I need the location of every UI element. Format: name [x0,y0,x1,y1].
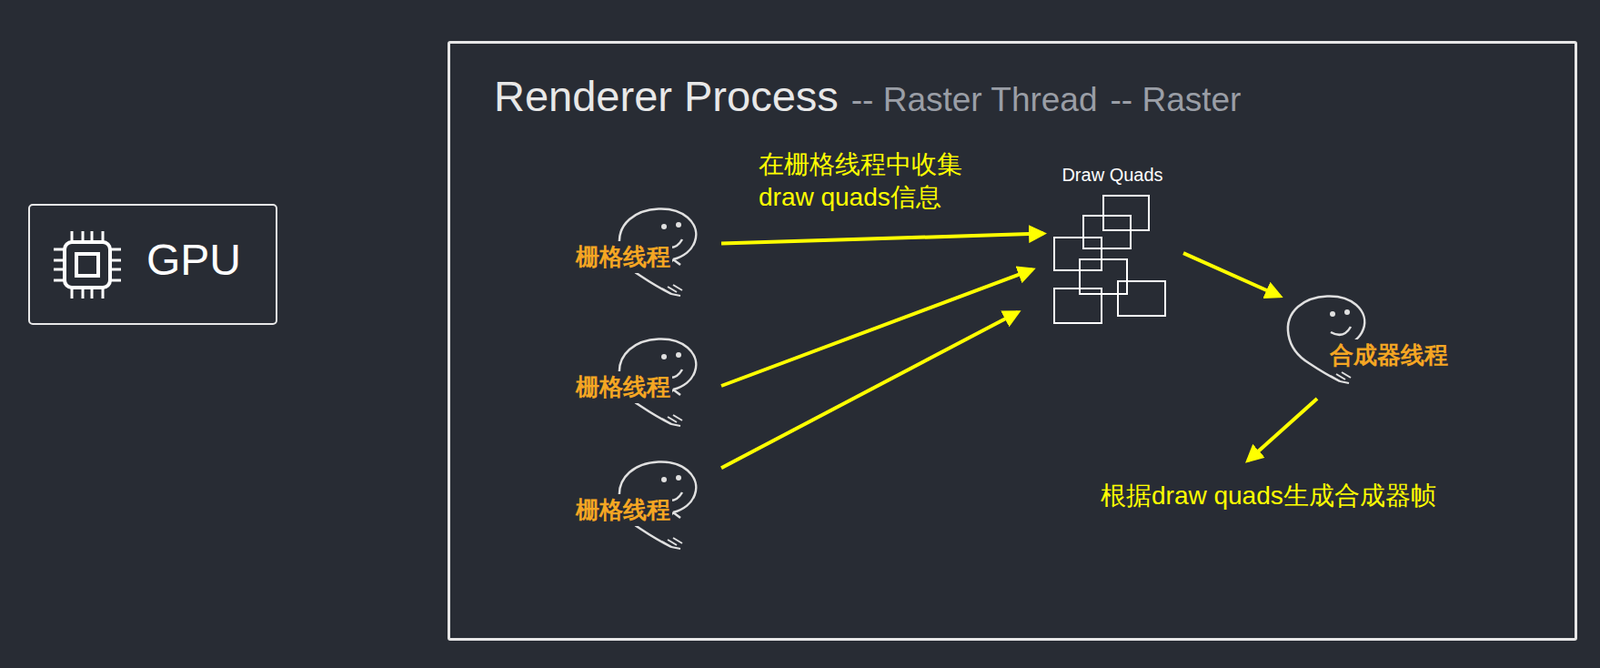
flow-arrow [1183,252,1280,296]
thread-label: 栅格线程 [573,493,673,526]
quads-label: Draw Quads [1061,164,1163,186]
process-panel: Renderer Process -- Raster Thread -- Raste… [447,40,1578,641]
panel-subtitle: -- Raster Thread [851,80,1098,120]
note-label: 根据draw quads生成合成器帧 [1100,478,1437,514]
raster-thread: 栅格线程 [566,334,722,437]
compositor-thread: 合成器线程 [1276,291,1468,394]
raster-thread: 栅格线程 [566,204,722,307]
result-arrow [1247,398,1318,461]
draw-quads: Draw Quads [1048,164,1177,329]
panel-subtitle: -- Raster [1110,80,1242,120]
thread-label: 栅格线程 [573,241,673,273]
panel-heading: Renderer Process -- Raster Thread -- Raste… [493,70,1241,121]
thread-label: 栅格线程 [573,371,673,403]
raster-thread: 栅格线程 [566,457,722,560]
panel-title: Renderer Process [493,70,839,121]
quad-rects [1048,193,1177,331]
edge-label: 在栅格线程中收集 draw quads信息 [758,148,977,215]
chip-icon [46,223,129,306]
gpu-box: GPU [28,203,278,325]
thread-label: 合成器线程 [1328,339,1450,372]
flow-arrow [721,233,1044,244]
node-label: GPU [146,234,242,285]
flow-arrow [721,311,1018,468]
